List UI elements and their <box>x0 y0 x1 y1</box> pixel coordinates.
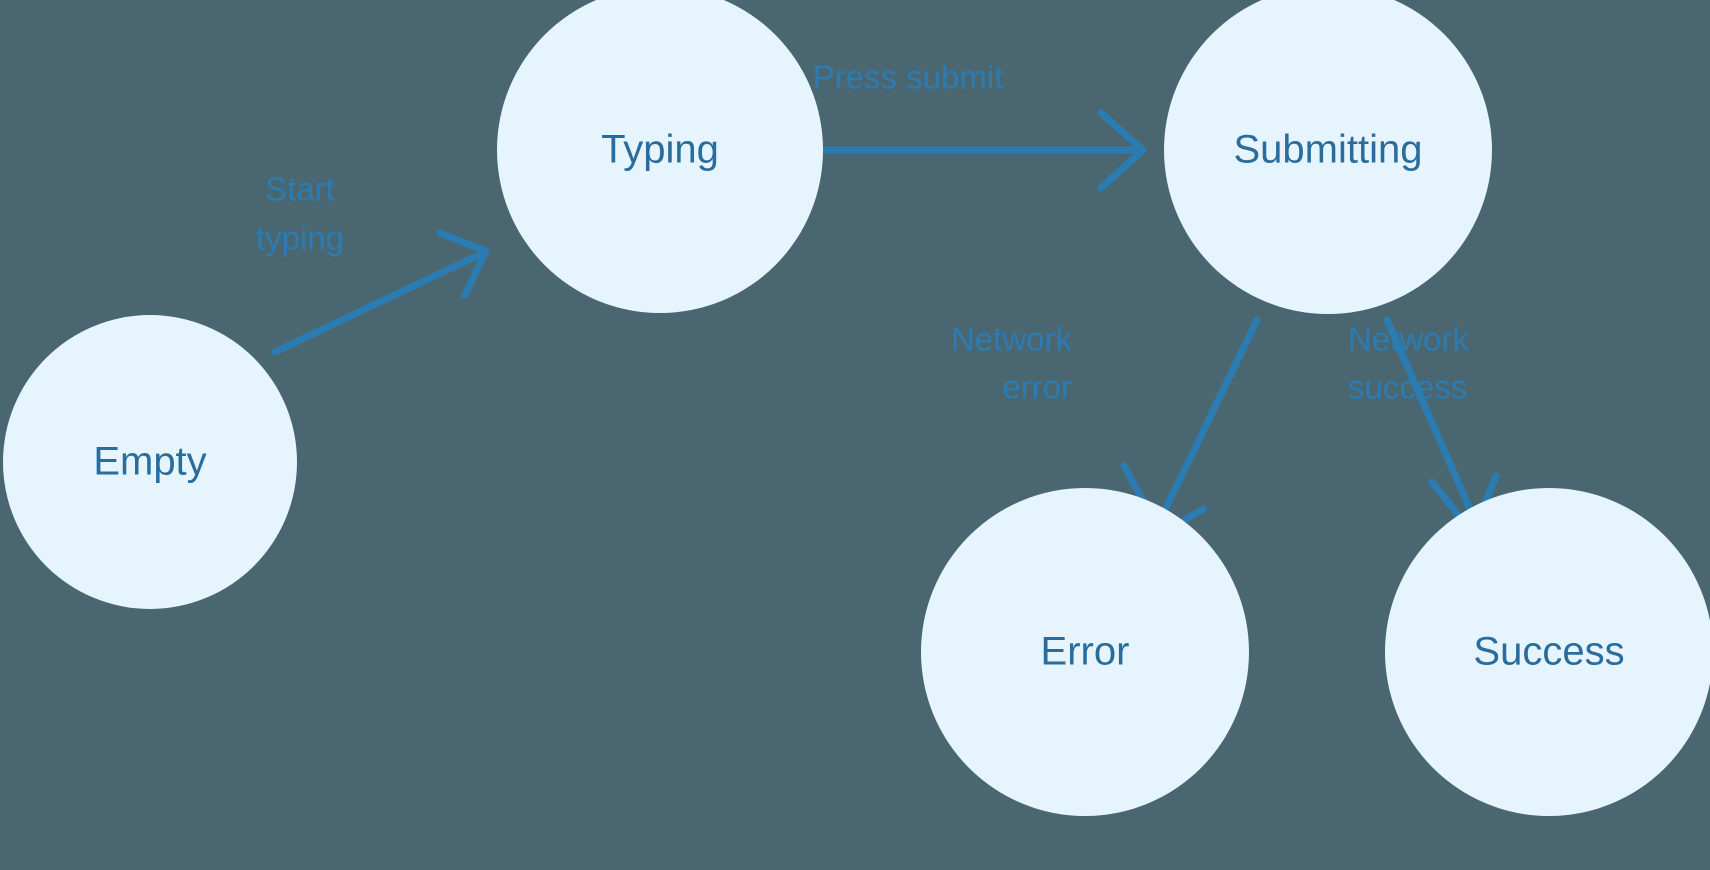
node-empty[interactable]: Empty <box>3 315 297 609</box>
edge-label-submitting-to-success-line1: Network <box>1348 321 1470 358</box>
edge-label-typing-to-submitting: Press submit <box>813 59 1004 96</box>
node-typing-circle <box>497 0 823 313</box>
node-typing[interactable]: Typing <box>497 0 823 313</box>
node-error-label: Error <box>1041 630 1130 674</box>
arrowhead-typing-to-submitting <box>1097 109 1147 192</box>
node-submitting[interactable]: Submitting <box>1164 0 1492 314</box>
node-success[interactable]: Success <box>1385 488 1710 816</box>
node-empty-circle <box>3 315 297 609</box>
edge-label-submitting-to-success-line2: success <box>1348 369 1467 406</box>
node-error-circle <box>921 488 1249 816</box>
node-submitting-label: Submitting <box>1234 128 1423 172</box>
edge-line-empty-to-typing <box>271 248 489 356</box>
edge-line-submitting-to-error <box>1162 316 1261 512</box>
edge-line-submitting-to-success <box>1383 316 1473 511</box>
edge-label-empty-to-typing-line1: Start <box>265 171 335 208</box>
node-success-label: Success <box>1473 630 1624 674</box>
node-error[interactable]: Error <box>921 488 1249 816</box>
edge-label-empty-to-typing-line2: typing <box>256 220 344 257</box>
node-typing-label: Typing <box>601 128 719 172</box>
edge-label-submitting-to-error-line1: Network <box>951 321 1073 358</box>
node-empty-label: Empty <box>93 440 206 484</box>
edge-empty-to-typing[interactable]: Start typing <box>256 171 490 356</box>
edge-label-submitting-to-error-line2: error <box>1002 369 1072 406</box>
node-submitting-circle <box>1164 0 1492 314</box>
edge-typing-to-submitting[interactable]: Press submit <box>764 59 1147 192</box>
node-success-circle <box>1385 488 1710 816</box>
edge-submitting-to-success[interactable]: Network success <box>1348 316 1500 537</box>
arrowhead-empty-to-typing <box>436 229 490 299</box>
